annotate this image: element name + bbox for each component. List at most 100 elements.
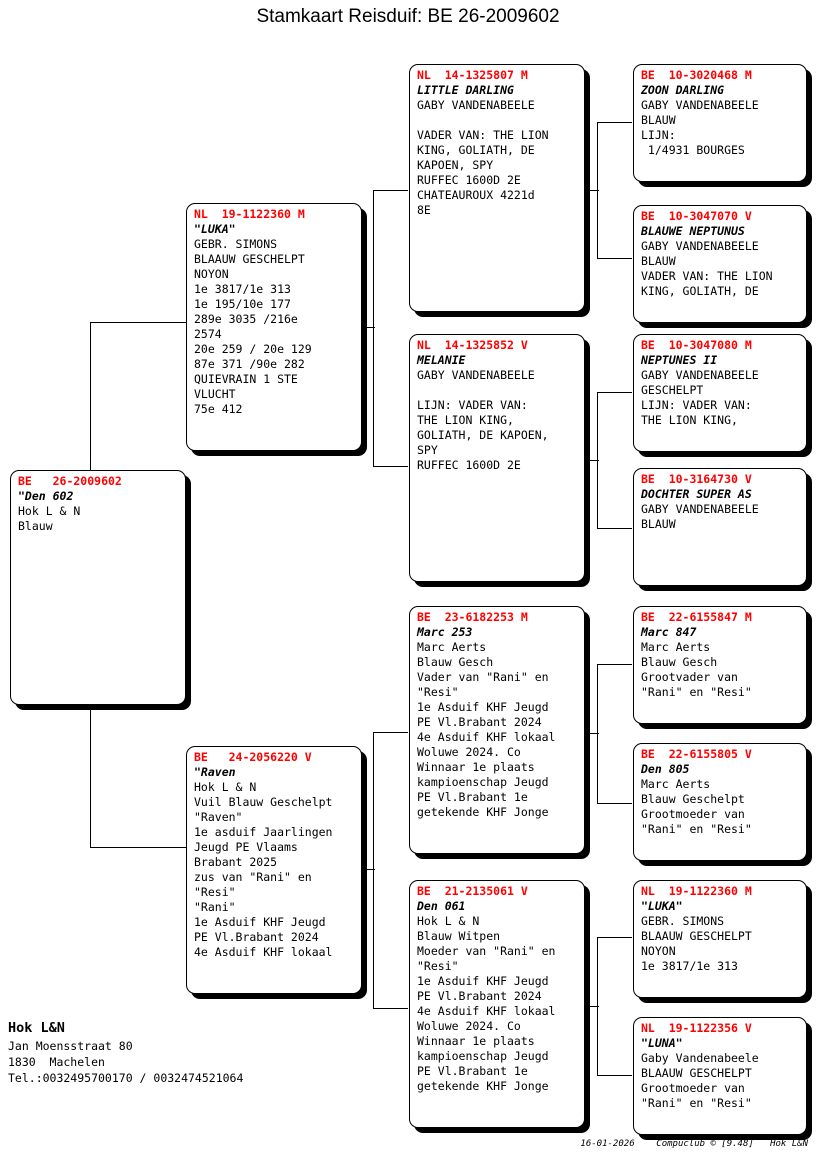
detail-line: 1e Asduif KHF Jeugd (417, 700, 549, 714)
pedigree-card-father-mother[interactable]: NL 14-1325852 V MELANIE GABY VANDENABEEL… (409, 334, 585, 582)
detail-line: Moeder van "Rani" en (417, 944, 556, 958)
detail-line: SPY (417, 443, 438, 457)
owner-name: Hok L&N (8, 1020, 65, 1036)
detail-line: Woluwe 2024. Co (417, 1019, 521, 1033)
detail-line: GEBR. SIMONS (641, 914, 725, 928)
detail-line: zus van "Rani" en (194, 870, 312, 884)
pigeon-nickname: DOCHTER SUPER AS (641, 487, 752, 501)
ring-number: BE 10-3164730 V (641, 472, 752, 486)
connector-fm-parents (597, 392, 632, 529)
detail-line: 1e Asduif KHF Jeugd (194, 915, 326, 929)
detail-line: LIJN: (641, 128, 676, 142)
detail-line: getekende KHF Jonge (417, 805, 549, 819)
detail-line: Jeugd PE Vlaams (194, 840, 298, 854)
pedigree-card-mm-mother[interactable]: NL 19-1122356 V "LUNA" Gaby Vandenabeele… (633, 1017, 807, 1135)
detail-line: VLUCHT (194, 387, 236, 401)
detail-line: GABY VANDENABEELE (641, 98, 759, 112)
detail-line: "Rani" (194, 900, 236, 914)
ring-number: NL 19-1122360 M (194, 207, 305, 221)
owner-block: Hok L&N Jan Moensstraat 80 1830 Machelen… (8, 1018, 408, 1086)
detail-line: 4e Asduif KHF lokaal (417, 1004, 556, 1018)
detail-line: NOYON (641, 944, 676, 958)
ring-number: BE 23-6182253 M (417, 610, 528, 624)
detail-line: 1/4931 BOURGES (641, 143, 745, 157)
detail-line: QUIEVRAIN 1 STE (194, 372, 298, 386)
detail-line: THE LION KING, (417, 413, 514, 427)
detail-line: 1e 195/10e 177 (194, 297, 291, 311)
detail-line: Hok L & N (417, 914, 480, 928)
ring-number: BE 24-2056220 V (194, 750, 312, 764)
detail-line: "Resi" (417, 959, 459, 973)
pedigree-card-ff-mother[interactable]: BE 10-3047070 V BLAUWE NEPTUNUS GABY VAN… (633, 205, 807, 323)
footer-credit: 16-01-2026 Compuclub © [9.48] Hok L&N (580, 1139, 808, 1149)
owner-city: 1830 Machelen (8, 1055, 105, 1069)
ring-number: NL 14-1325852 V (417, 338, 528, 352)
detail-line: PE Vl.Brabant 2024 (417, 989, 542, 1003)
detail-line: PE Vl.Brabant 2024 (194, 930, 319, 944)
pigeon-nickname: Marc 847 (641, 625, 697, 639)
detail-line: GABY VANDENABEELE (641, 239, 759, 253)
detail-line: Vuil Blauw Geschelpt (194, 795, 333, 809)
ring-number: NL 14-1325807 M (417, 68, 528, 82)
detail-line: 8E (417, 203, 431, 217)
detail-line: KING, GOLIATH, DE (641, 284, 759, 298)
detail-line: Woluwe 2024. Co (417, 745, 521, 759)
detail-line: NOYON (194, 267, 229, 281)
pedigree-card-father-father[interactable]: NL 14-1325807 M LITTLE DARLING GABY VAND… (409, 64, 585, 312)
detail-line: 1e 3817/1e 313 (641, 959, 738, 973)
owner-address: Jan Moensstraat 80 (8, 1039, 133, 1053)
detail-line: LIJN: VADER VAN: (641, 398, 752, 412)
detail-line: "Resi" (194, 885, 236, 899)
detail-line: Blauw Witpen (417, 929, 501, 943)
detail-line: Grootmoeder van (641, 1081, 745, 1095)
detail-line: 1e 3817/1e 313 (194, 282, 291, 296)
detail-line: GOLIATH, DE KAPOEN, (417, 428, 549, 442)
pedigree-card-fm-mother[interactable]: BE 10-3164730 V DOCHTER SUPER AS GABY VA… (633, 468, 807, 586)
detail-line: Hok L & N (194, 780, 257, 794)
connector-stub-mm (583, 1006, 599, 1007)
detail-line: RUFFEC 1600D 2E (417, 458, 521, 472)
ring-number: BE 10-3047070 V (641, 209, 752, 223)
pigeon-nickname: "LUKA" (641, 899, 683, 913)
detail-line: GESCHELPT (641, 383, 704, 397)
detail-line: Vader van "Rani" en (417, 670, 549, 684)
connector-father-parents (373, 190, 408, 467)
detail-line: RUFFEC 1600D 2E (417, 173, 521, 187)
detail-line: BLAUW (641, 113, 676, 127)
detail-line: getekende KHF Jonge (417, 1079, 549, 1093)
ring-number: BE 10-3047080 M (641, 338, 752, 352)
connector-stub-fm (583, 460, 599, 461)
detail-line: Marc Aerts (641, 640, 711, 654)
detail-line: Winnaar 1e plaats (417, 1034, 535, 1048)
detail-line: 20e 259 / 20e 129 (194, 342, 312, 356)
detail-line: Brabant 2025 (194, 855, 278, 869)
detail-line: Hok L & N (18, 504, 81, 518)
detail-line: "Raven" (194, 810, 243, 824)
detail-line: BLAAUW GESCHELPT (641, 1066, 752, 1080)
detail-line: Gaby Vandenabeele (641, 1051, 759, 1065)
detail-line: kampioenschap Jeugd (417, 1049, 549, 1063)
pedigree-card-ff-father[interactable]: BE 10-3020468 M ZOON DARLING GABY VANDEN… (633, 64, 807, 182)
pedigree-card-fm-father[interactable]: BE 10-3047080 M NEPTUNES II GABY VANDENA… (633, 334, 807, 452)
detail-line: LIJN: VADER VAN: (417, 398, 528, 412)
ring-number: BE 22-6155805 V (641, 747, 752, 761)
connector-mother-parents (373, 732, 408, 1009)
detail-line: "Rani" en "Resi" (641, 822, 752, 836)
detail-line: 2574 (194, 327, 222, 341)
